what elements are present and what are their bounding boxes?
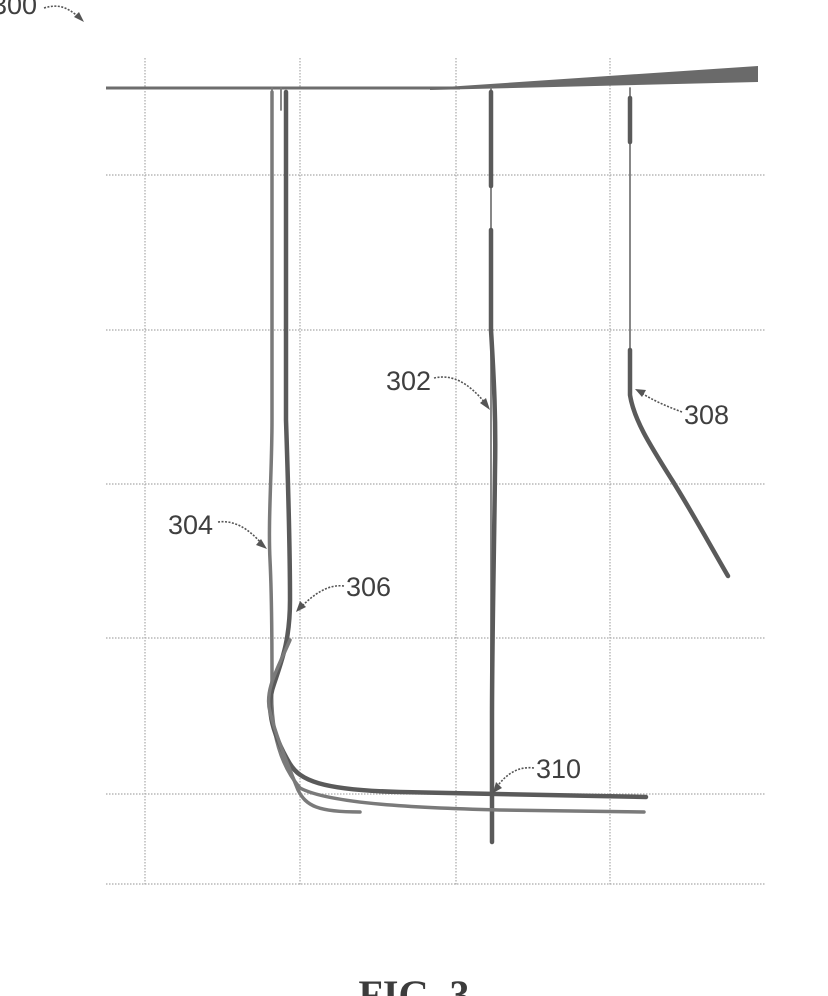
arrowhead-310	[493, 782, 502, 793]
well-304-bore	[269, 92, 644, 812]
arrowhead-302	[480, 398, 490, 410]
leader-306	[300, 586, 344, 608]
label-304: 304	[168, 510, 213, 540]
well-308-bore	[630, 350, 728, 576]
well-304	[269, 88, 644, 812]
well-302	[491, 88, 495, 842]
figure-number-arrow	[44, 6, 80, 18]
arrowhead-304	[256, 539, 267, 549]
figure-caption: FIG. 3	[358, 972, 469, 996]
leader-302	[434, 377, 486, 404]
label-306: 306	[346, 572, 391, 602]
leader-308	[640, 392, 682, 412]
label-302: 302	[386, 366, 431, 396]
leader-310	[496, 768, 534, 788]
well-308	[630, 88, 728, 576]
well-306	[269, 88, 646, 812]
label-310: 310	[536, 754, 581, 784]
figure-number-label: 300	[0, 0, 37, 20]
well-306-bore	[270, 92, 646, 797]
leader-304	[218, 522, 262, 544]
surface-wedge	[430, 66, 758, 90]
arrowhead-306	[296, 601, 306, 612]
label-308: 308	[684, 400, 729, 430]
arrowhead-308	[635, 389, 646, 397]
